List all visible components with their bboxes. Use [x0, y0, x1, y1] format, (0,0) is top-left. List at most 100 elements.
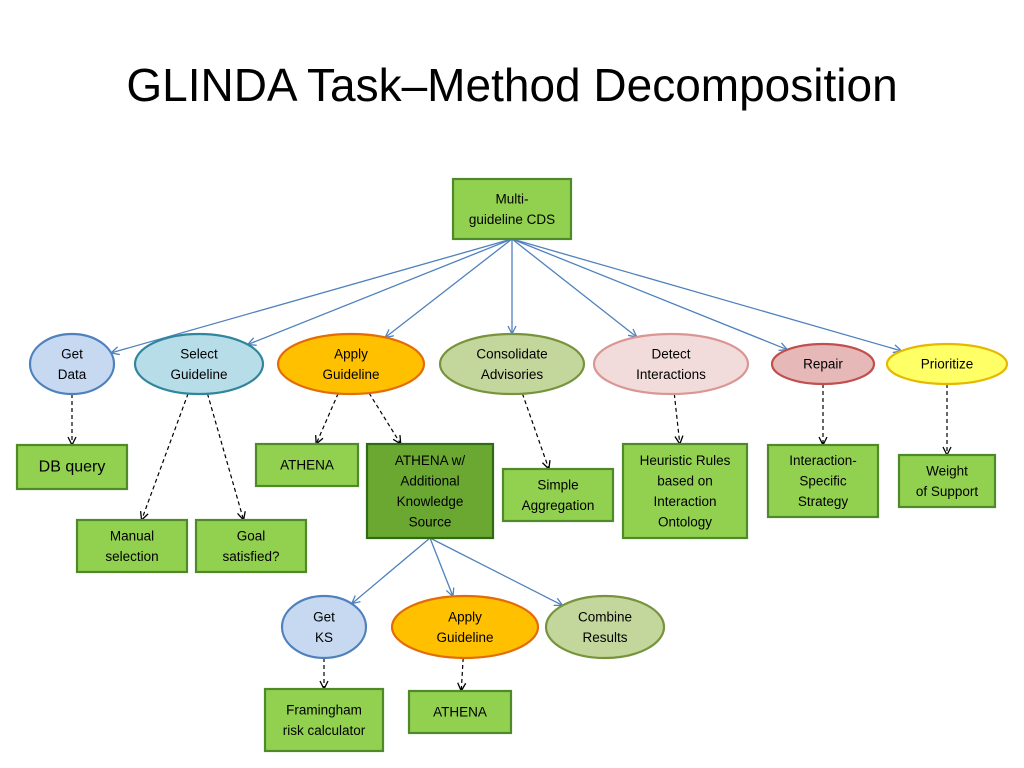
- node-select-guideline-shape: [133, 332, 265, 396]
- edge-detect-interactions-to-heuristic-rules: [673, 393, 680, 444]
- node-get-data-label-line: Data: [58, 367, 87, 382]
- edge-select-guideline-to-manual-selection: [142, 393, 189, 520]
- node-heuristic-rules-label-line: Interaction: [653, 494, 716, 509]
- node-detect-interactions-shape: [592, 332, 750, 396]
- node-root-label-line: Multi-: [496, 191, 529, 206]
- edge-apply-guideline-to-athena-1: [316, 393, 339, 444]
- edge-consolidate-advisories-to-simple-aggregation: [521, 393, 548, 469]
- node-weight-of-support-label-line: of Support: [916, 484, 979, 499]
- node-simple-aggregation-shape: [501, 467, 615, 523]
- node-apply-guideline-shape: [276, 332, 426, 396]
- node-weight-of-support-label-line: Weight: [926, 463, 968, 478]
- node-athena-2-label-line: ATHENA: [433, 705, 487, 720]
- node-apply-guideline-2-label-line: Guideline: [436, 630, 493, 645]
- node-prioritize-label-line: Prioritize: [921, 357, 974, 372]
- slide-title: GLINDA Task–Method Decomposition: [126, 59, 898, 111]
- node-get-ks-label-line: Get: [313, 609, 335, 624]
- node-manual-selection: Manual selection: [75, 518, 189, 574]
- node-goal-satisfied-label-line: Goal: [237, 528, 266, 543]
- node-combine-results-label-line: Combine: [578, 609, 632, 624]
- node-interaction-specific-label-line: Specific: [799, 474, 847, 489]
- node-weight-of-support: Weight of Support: [897, 453, 997, 509]
- edge-select-guideline-to-goal-satisfied: [206, 393, 243, 520]
- node-select-guideline-label-line: Guideline: [170, 367, 227, 382]
- edge-root-to-prioritize: [511, 238, 902, 351]
- node-athena-ks-label-line: Additional: [400, 473, 459, 488]
- node-apply-guideline-2-shape: [390, 594, 540, 660]
- edge-athena-ks-to-apply-guideline-2: [429, 537, 453, 596]
- node-athena-2-shape: [407, 689, 513, 735]
- node-simple-aggregation-label-line: Simple: [537, 477, 578, 492]
- node-goal-satisfied-label-line: satisfied?: [222, 549, 279, 564]
- node-framingham-label-line: risk calculator: [283, 723, 366, 738]
- edges-layer: [72, 238, 947, 691]
- node-prioritize: Prioritize: [885, 342, 1009, 386]
- nodes-layer: Multi-guideline CDSGetDataSelectGuidelin…: [15, 177, 1009, 753]
- node-consolidate-advisories-label-line: Consolidate: [476, 346, 547, 361]
- edge-apply-guideline-to-athena-ks: [368, 392, 401, 444]
- edge-root-to-get-data: [111, 238, 513, 353]
- node-detect-interactions-label-line: Detect: [651, 346, 690, 361]
- node-repair-label-line: Repair: [803, 357, 843, 372]
- node-apply-guideline-label-line: Apply: [334, 346, 368, 361]
- node-framingham-label-line: Framingham: [286, 702, 362, 717]
- node-apply-guideline-label-line: Guideline: [322, 367, 379, 382]
- node-select-guideline-label-line: Select: [180, 346, 218, 361]
- node-get-ks-label-line: KS: [315, 630, 333, 645]
- node-root-label-line: guideline CDS: [469, 212, 555, 227]
- node-root: Multi-guideline CDS: [451, 177, 573, 241]
- node-manual-selection-shape: [75, 518, 189, 574]
- node-athena-ks-label-line: Knowledge: [397, 494, 464, 509]
- node-athena-1-label-line: ATHENA: [280, 458, 334, 473]
- node-consolidate-advisories-label-line: Advisories: [481, 367, 544, 382]
- node-get-ks-shape: [280, 594, 368, 660]
- node-manual-selection-label-line: selection: [105, 549, 158, 564]
- node-interaction-specific-shape: [766, 443, 880, 519]
- node-combine-results-shape: [544, 594, 666, 660]
- node-db-query-shape: [15, 443, 129, 491]
- node-consolidate-advisories-shape: [438, 332, 586, 396]
- node-db-query-label-line: DB query: [39, 459, 106, 476]
- node-simple-aggregation-label-line: Aggregation: [522, 498, 595, 513]
- node-heuristic-rules-label-line: Heuristic Rules: [640, 453, 731, 468]
- node-heuristic-rules: Heuristic Rules based on InteractionOntolo…: [621, 442, 749, 540]
- node-athena-2: ATHENA: [407, 689, 513, 735]
- node-framingham-shape: [263, 687, 385, 753]
- node-combine-results-label-line: Results: [582, 630, 627, 645]
- node-detect-interactions-label-line: Interactions: [636, 367, 706, 382]
- node-prioritize-shape: [885, 342, 1009, 386]
- edge-root-to-detect-interactions: [511, 238, 637, 337]
- node-repair: Repair: [770, 342, 876, 386]
- edge-athena-ks-to-get-ks: [352, 537, 431, 604]
- edge-root-to-repair: [511, 238, 787, 350]
- node-heuristic-rules-label-line: Ontology: [658, 514, 712, 529]
- node-athena-ks-shape: [365, 442, 495, 540]
- node-goal-satisfied: Goal satisfied?: [194, 518, 308, 574]
- node-interaction-specific-label-line: Strategy: [798, 494, 849, 509]
- edge-root-to-select-guideline: [248, 238, 513, 345]
- node-manual-selection-label-line: Manual: [110, 528, 154, 543]
- node-framingham: Framingham risk calculator: [263, 687, 385, 753]
- node-athena-1: ATHENA: [254, 442, 360, 488]
- node-heuristic-rules-shape: [621, 442, 749, 540]
- node-weight-of-support-shape: [897, 453, 997, 509]
- edge-apply-guideline-2-to-athena-2: [461, 657, 463, 691]
- node-get-data-shape: [28, 332, 116, 396]
- edge-root-to-apply-guideline: [385, 238, 513, 337]
- node-goal-satisfied-shape: [194, 518, 308, 574]
- node-root-shape: [451, 177, 573, 241]
- node-db-query: DB query: [15, 443, 129, 491]
- node-heuristic-rules-label-line: based on: [657, 473, 713, 488]
- node-apply-guideline-2-label-line: Apply: [448, 609, 482, 624]
